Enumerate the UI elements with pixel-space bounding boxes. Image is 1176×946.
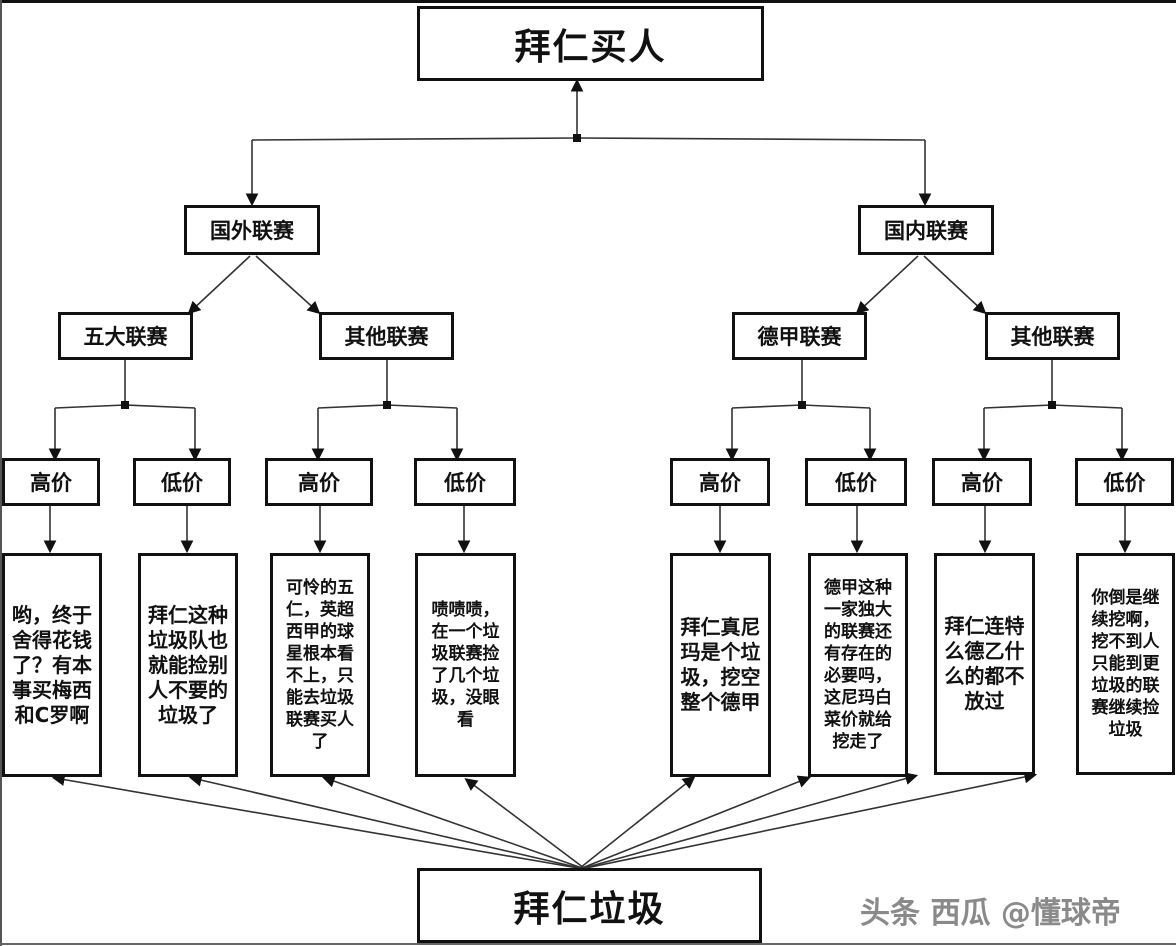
foreign-leagues-label: 国外联赛 xyxy=(210,219,294,243)
comment-text: 德甲这种一家独大的联赛还有存在的必要吗，这尼玛白菜价就给挖走了 xyxy=(824,578,892,752)
tier-domestic-other-high: 高价 xyxy=(932,458,1032,506)
edge-bottom-8 xyxy=(585,770,1038,869)
edge-junction-right xyxy=(576,137,926,141)
node-foreign-other-leagues: 其他联赛 xyxy=(319,312,454,360)
node-bundesliga: 德甲联赛 xyxy=(732,312,867,360)
edge-bottom-4 xyxy=(464,778,585,869)
bottom-label: 拜仁垃圾 xyxy=(513,888,666,930)
edge-bottom-6 xyxy=(581,775,811,869)
comment-text: 拜仁连特么德乙什么的都不放过 xyxy=(944,614,1025,713)
comment-foreign-other-low: 啧啧啧，在一个垃圾联赛捡了几个垃圾，没眼看 xyxy=(415,553,516,777)
tier-foreign-other-high: 高价 xyxy=(265,458,373,506)
tier-domestic-other-low: 低价 xyxy=(1075,458,1174,506)
edge-bottom-2 xyxy=(188,773,581,869)
foreign-other-leagues-label: 其他联赛 xyxy=(344,325,429,349)
comment-bundesliga-low: 德甲这种一家独大的联赛还有存在的必要吗，这尼玛白菜价就给挖走了 xyxy=(808,553,908,777)
edge-bottom-3 xyxy=(321,775,583,869)
edge-junction-left xyxy=(251,137,578,141)
node-top5-leagues: 五大联赛 xyxy=(58,312,193,360)
bundesliga-label: 德甲联赛 xyxy=(757,325,842,349)
edge-foreign-top5 xyxy=(187,255,251,315)
watermark: 头条 西瓜 @懂球帝 xyxy=(860,896,1121,931)
comment-text: 你倒是继续挖啊，挖不到人只能到更垃圾的联赛继续捡垃圾 xyxy=(1091,588,1160,740)
tier-label: 高价 xyxy=(699,471,741,495)
tier-bundesliga-low: 低价 xyxy=(805,458,907,506)
comment-text: 拜仁真尼玛是个垃圾，挖空整个德甲 xyxy=(680,615,761,714)
edge-bottom-7 xyxy=(583,772,919,869)
comment-text: 啧啧啧，在一个垃圾联赛捡了几个垃圾，没眼看 xyxy=(431,600,500,730)
tier-top5-high: 高价 xyxy=(2,458,100,506)
tier-top5-low: 低价 xyxy=(133,458,231,506)
bottom-border xyxy=(0,943,1176,945)
comment-top5-low: 拜仁这种垃圾队也就能捡别人不要的垃圾了 xyxy=(138,553,238,777)
root-label: 拜仁买人 xyxy=(514,26,667,68)
comment-foreign-other-high: 可怜的五仁，英超西甲的球星根本看不上，只能去垃圾联赛买人了 xyxy=(270,553,370,777)
comment-domestic-other-high: 拜仁连特么德乙什么的都不放过 xyxy=(934,553,1035,775)
comment-text: 哟，终于舍得花钱了？有本事买梅西和C罗啊 xyxy=(12,602,92,727)
domestic-other-leagues-label: 其他联赛 xyxy=(1010,325,1095,349)
tier-label: 低价 xyxy=(444,471,486,495)
comment-domestic-other-low: 你倒是继续挖啊，挖不到人只能到更垃圾的联赛继续捡垃圾 xyxy=(1076,553,1175,775)
tier-foreign-other-low: 低价 xyxy=(414,458,516,506)
node-domestic-leagues: 国内联赛 xyxy=(858,205,994,255)
node-foreign-leagues: 国外联赛 xyxy=(184,205,320,255)
tier-label: 低价 xyxy=(835,471,877,495)
tier-label: 高价 xyxy=(298,471,340,495)
domestic-leagues-label: 国内联赛 xyxy=(884,219,968,243)
comment-top5-high: 哟，终于舍得花钱了？有本事买梅西和C罗啊 xyxy=(2,553,102,777)
tier-label: 高价 xyxy=(961,471,1003,495)
root-node: 拜仁买人 xyxy=(417,6,764,81)
tier-label: 高价 xyxy=(30,471,72,495)
tier-bundesliga-high: 高价 xyxy=(670,458,770,506)
edge-domestic-other xyxy=(923,255,987,315)
edge-domestic-bundesliga xyxy=(855,255,919,315)
bottom-node: 拜仁垃圾 xyxy=(417,868,762,943)
left-border xyxy=(0,0,2,946)
tier-label: 低价 xyxy=(161,471,203,495)
edge-bottom-1 xyxy=(51,773,579,869)
comment-bundesliga-high: 拜仁真尼玛是个垃圾，挖空整个德甲 xyxy=(670,553,771,777)
tier-label: 低价 xyxy=(1103,471,1146,495)
node-domestic-other-leagues: 其他联赛 xyxy=(985,312,1120,360)
edge-foreign-other xyxy=(255,255,321,315)
top5-leagues-label: 五大联赛 xyxy=(83,325,168,349)
edge-bottom-5 xyxy=(579,776,696,869)
comment-text: 拜仁这种垃圾队也就能捡别人不要的垃圾了 xyxy=(148,602,228,727)
comment-text: 可怜的五仁，英超西甲的球星根本看不上，只能去垃圾联赛买人了 xyxy=(286,578,354,752)
top-border xyxy=(0,0,1176,3)
